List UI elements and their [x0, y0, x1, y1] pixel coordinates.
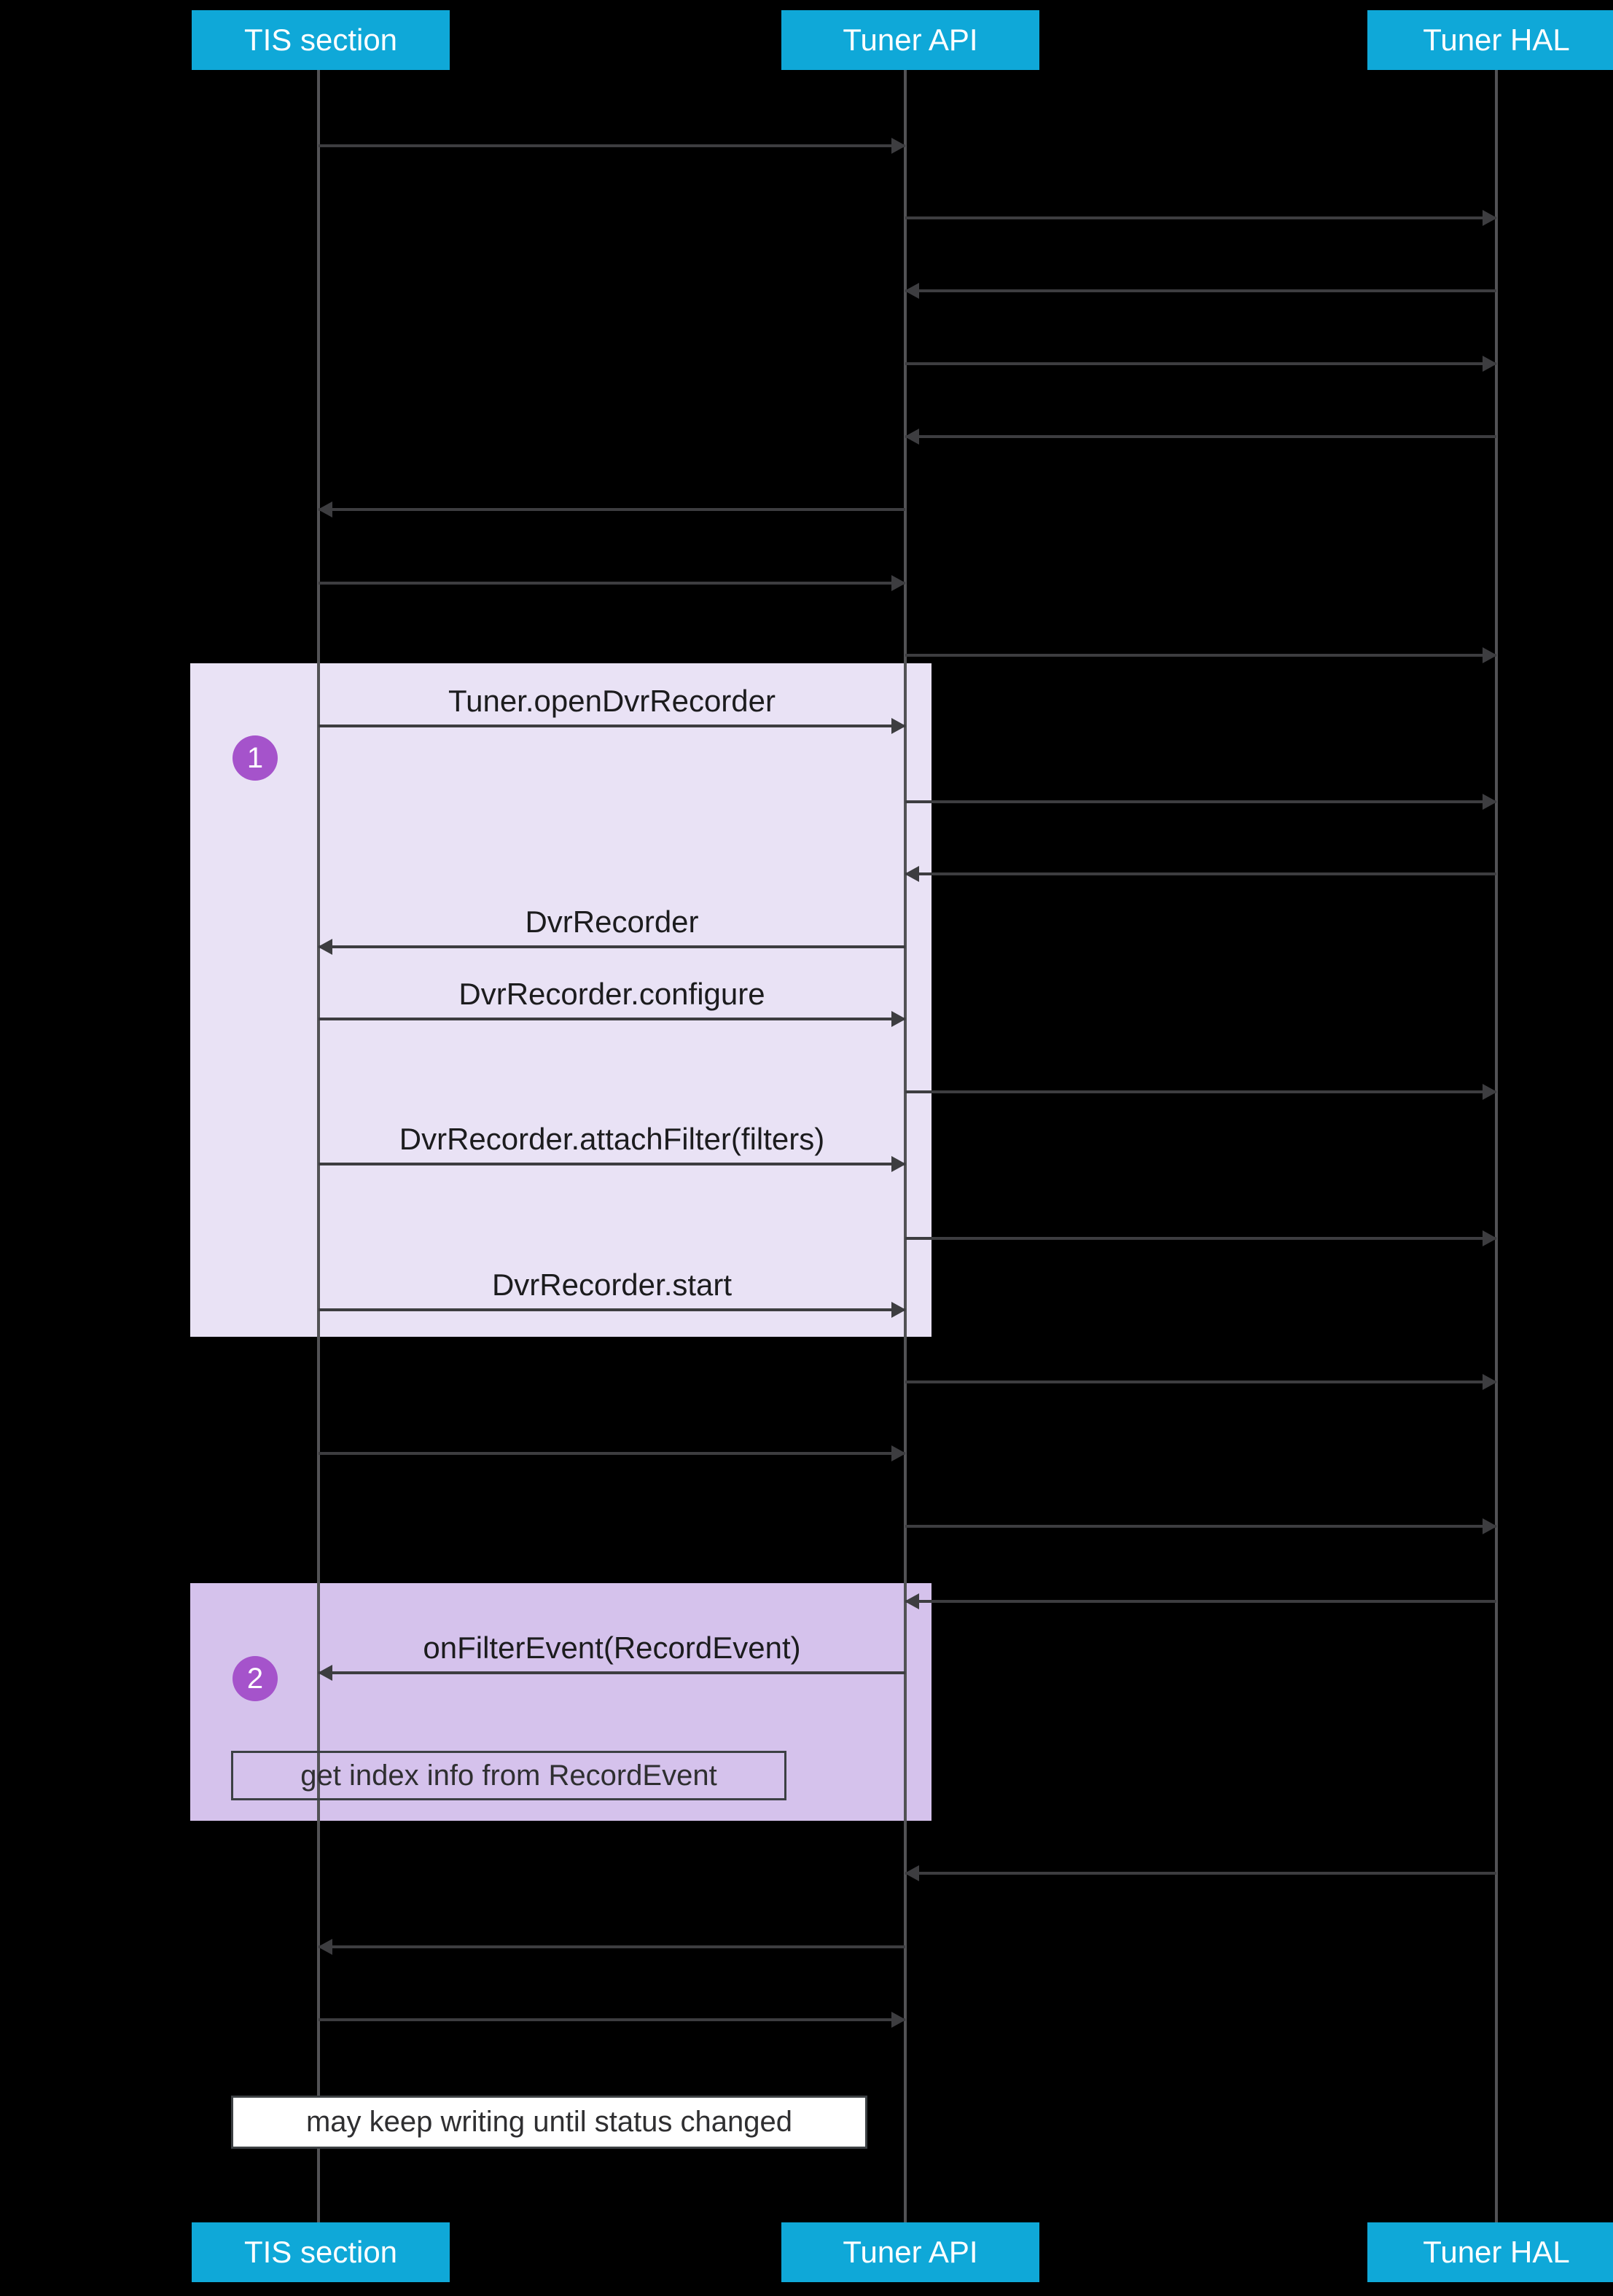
arrowhead-icon	[905, 1865, 919, 1881]
arrowhead-icon	[891, 2012, 906, 2028]
message-arrow-tis-to-api	[319, 1445, 906, 1461]
message-arrow-tis-to-api	[319, 138, 906, 154]
arrowhead-icon	[891, 1011, 906, 1027]
arrowhead-icon	[905, 1593, 919, 1609]
bottom-actor-box-tis: TIS section	[192, 2222, 450, 2282]
message-arrow-hal-to-api	[905, 1865, 1496, 1881]
message-label: DvrRecorder.configure	[458, 977, 765, 1011]
message-arrow-api-to-hal	[905, 794, 1497, 810]
message-label: DvrRecorder.start	[491, 1268, 733, 1302]
arrowhead-icon	[318, 1665, 332, 1681]
message-label: DvrRecorder	[525, 905, 699, 939]
bottom-actor-box-api: Tuner API	[781, 2222, 1039, 2282]
arrowhead-icon	[905, 283, 919, 299]
message-arrow-api-to-hal	[905, 1084, 1497, 1100]
message-arrow-hal-to-api	[905, 1593, 1496, 1609]
message-arrow-api-to-hal	[905, 647, 1497, 663]
message-arrow-api-to-hal	[905, 1230, 1497, 1246]
note-get-index-info: get index info from RecordEvent	[231, 1751, 786, 1800]
message-arrow-tis-to-api	[319, 1011, 906, 1027]
arrowhead-icon	[1483, 1084, 1497, 1100]
arrowhead-icon	[1483, 210, 1497, 226]
message-arrow-tis-to-api	[319, 1302, 906, 1318]
message-arrow-hal-to-api	[905, 429, 1496, 445]
arrowhead-icon	[905, 866, 919, 882]
arrowhead-icon	[891, 1156, 906, 1172]
arrowhead-icon	[891, 1302, 906, 1318]
step2-badge: 2	[233, 1656, 278, 1701]
message-arrow-hal-to-api	[905, 866, 1496, 882]
message-arrow-api-to-hal	[905, 356, 1497, 372]
message-arrow-api-to-tis	[318, 1665, 905, 1681]
message-label: Tuner.openDvrRecorder	[448, 684, 776, 718]
message-arrow-tis-to-api	[319, 1156, 906, 1172]
arrowhead-icon	[891, 575, 906, 591]
lifeline-tis	[317, 70, 320, 2222]
message-label: DvrRecorder.attachFilter(filters)	[399, 1122, 825, 1156]
arrowhead-icon	[891, 138, 906, 154]
arrowhead-icon	[318, 939, 332, 955]
arrowhead-icon	[318, 501, 332, 518]
arrowhead-icon	[1483, 647, 1497, 663]
message-arrow-api-to-hal	[905, 210, 1497, 226]
arrowhead-icon	[905, 429, 919, 445]
arrowhead-icon	[891, 718, 906, 734]
message-arrow-api-to-hal	[905, 1374, 1497, 1390]
arrowhead-icon	[1483, 356, 1497, 372]
top-actor-box-api: Tuner API	[781, 10, 1039, 70]
message-arrow-tis-to-api	[319, 718, 906, 734]
step1-badge: 1	[233, 735, 278, 781]
message-arrow-api-to-tis	[318, 1939, 905, 1955]
arrowhead-icon	[1483, 794, 1497, 810]
top-actor-box-hal: Tuner HAL	[1367, 10, 1613, 70]
lifeline-api	[904, 70, 907, 2222]
arrowhead-icon	[1483, 1518, 1497, 1534]
message-label: onFilterEvent(RecordEvent)	[423, 1631, 801, 1665]
arrowhead-icon	[1483, 1374, 1497, 1390]
note-keep-writing: may keep writing until status changed	[231, 2096, 867, 2149]
arrowhead-icon	[318, 1939, 332, 1955]
top-actor-box-tis: TIS section	[192, 10, 450, 70]
message-arrow-hal-to-api	[905, 283, 1496, 299]
message-arrow-api-to-tis	[318, 939, 905, 955]
arrowhead-icon	[891, 1445, 906, 1461]
bottom-actor-box-hal: Tuner HAL	[1367, 2222, 1613, 2282]
message-arrow-tis-to-api	[319, 575, 906, 591]
step2-highlight-region	[190, 1583, 932, 1821]
arrowhead-icon	[1483, 1230, 1497, 1246]
message-arrow-api-to-tis	[318, 501, 905, 518]
step1-highlight-region	[190, 663, 932, 1337]
message-arrow-api-to-hal	[905, 1518, 1497, 1534]
message-arrow-tis-to-api	[319, 2012, 906, 2028]
lifeline-hal	[1495, 70, 1498, 2222]
